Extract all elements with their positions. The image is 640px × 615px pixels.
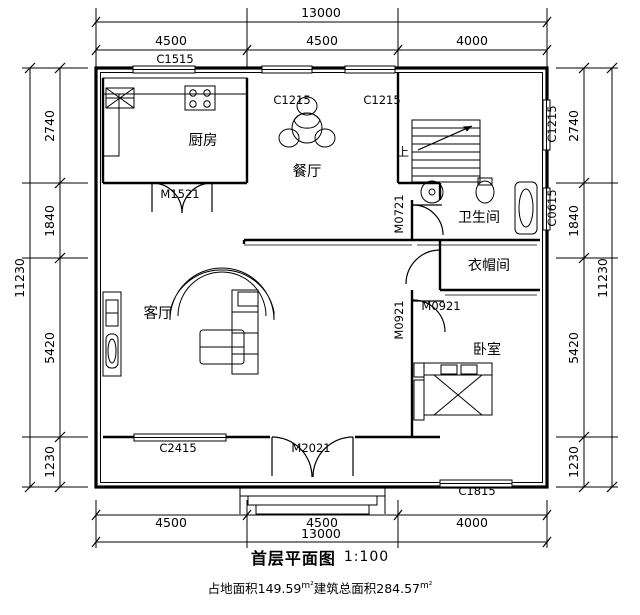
room-label-living: 客厅	[144, 305, 173, 322]
drawing-title: 首层平面图	[250, 549, 336, 568]
door-label-m1521: M1521	[160, 187, 199, 201]
left-dimension-block	[22, 67, 88, 488]
left-ticks	[24, 62, 66, 493]
top-overall-ticks	[91, 16, 552, 56]
room-label-bedroom: 卧室	[473, 341, 501, 358]
area-note: 占地面积149.59m²建筑总面积284.57m²	[0, 578, 640, 597]
area-unit-1: m²	[301, 580, 314, 591]
window-label-c1215-left: C1215	[273, 93, 310, 107]
dining-table	[278, 96, 336, 148]
bottom-dimension-block	[95, 500, 548, 548]
dim-top-total: 13000	[301, 5, 341, 20]
dim-bottom-seg-3: 4000	[456, 515, 488, 530]
door-label-m0721: M0721	[392, 194, 406, 233]
right-dimension-block	[556, 67, 618, 488]
room-label-kitchen: 厨房	[189, 132, 218, 149]
door-label-m2021: M2021	[291, 441, 330, 455]
dim-left-seg-3: 5420	[42, 332, 57, 364]
drawing-title-row: 首层平面图 1:100	[0, 545, 640, 569]
living-room-furniture	[169, 267, 275, 375]
window-label-c1515: C1515	[156, 52, 193, 66]
area-unit-2: m²	[420, 580, 433, 591]
room-label-dining: 餐厅	[293, 163, 322, 180]
area-note-total: 建筑总面积284.57	[313, 581, 420, 596]
dim-top-seg-3: 4000	[456, 33, 488, 48]
drawing-scale: 1:100	[343, 549, 390, 565]
door-symbols	[151, 182, 446, 478]
dim-bottom-seg-1: 4500	[155, 515, 187, 530]
interior-walls	[101, 73, 540, 439]
bedroom-furniture	[413, 362, 493, 421]
dim-right-seg-2: 1840	[566, 205, 581, 237]
kitchen-fixtures	[102, 77, 248, 157]
area-note-occupied: 占地面积149.59	[207, 581, 302, 596]
interior-wall-hairlines	[244, 244, 537, 296]
dim-right-seg-1: 2740	[566, 110, 581, 142]
staircase	[411, 119, 481, 183]
dim-bottom-seg-2: 4500	[306, 515, 338, 530]
window-label-c0615: C0615	[545, 189, 559, 226]
dim-top-seg-2: 4500	[306, 33, 338, 48]
bathroom-fixtures	[420, 177, 538, 235]
dim-right-total: 11230	[595, 258, 610, 298]
window-label-c2415: C2415	[159, 441, 196, 455]
right-ticks	[578, 62, 618, 493]
window-openings	[132, 65, 551, 488]
dim-left-seg-2: 1840	[42, 205, 57, 237]
top-dimension-block	[95, 8, 548, 68]
dim-right-seg-4: 1230	[566, 446, 581, 478]
room-label-cloakroom: 衣帽间	[468, 258, 510, 274]
entry-steps	[239, 486, 386, 515]
door-label-m0921-right: M0921	[421, 299, 460, 313]
dim-right-seg-3: 5420	[566, 332, 581, 364]
dim-bottom-total: 13000	[301, 526, 341, 541]
bottom-ticks	[91, 509, 552, 548]
window-label-c1215-side: C1215	[545, 105, 559, 142]
window-label-c1815: C1815	[458, 484, 495, 498]
door-label-m0921-left: M0921	[392, 300, 406, 339]
room-label-bathroom: 卫生间	[458, 210, 500, 226]
stair-direction-label: 上	[397, 145, 409, 159]
living-left-fixture	[102, 291, 122, 377]
window-label-c1215-right: C1215	[363, 93, 400, 107]
dim-top-seg-1: 4500	[155, 33, 187, 48]
dim-left-seg-4: 1230	[42, 446, 57, 478]
dim-left-seg-1: 2740	[42, 110, 57, 142]
dim-left-total: 11230	[12, 258, 27, 298]
